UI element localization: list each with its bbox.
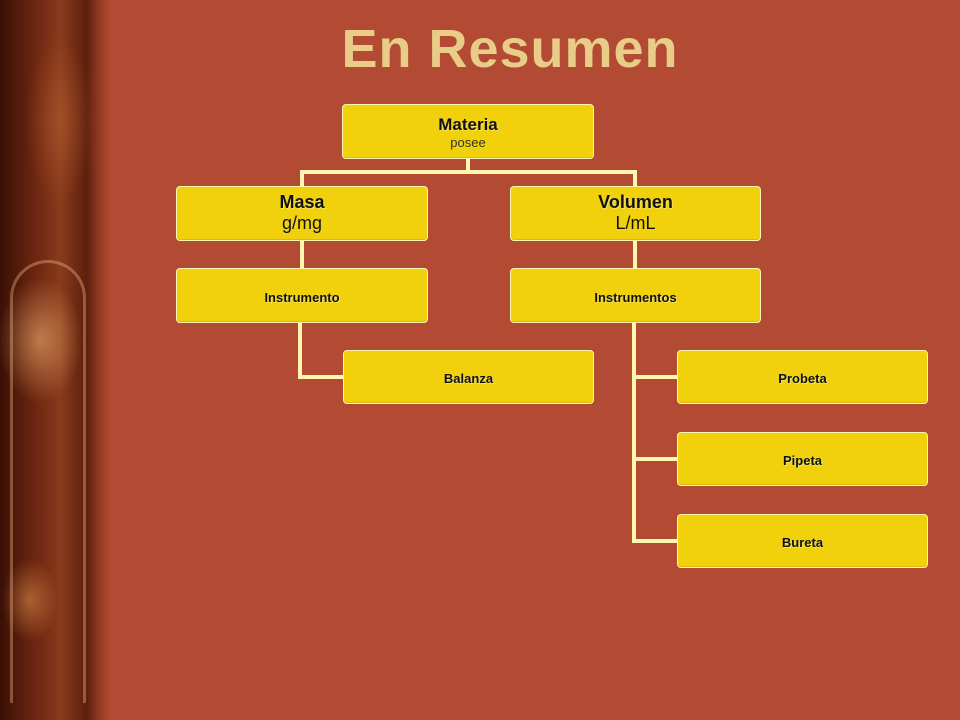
node-probeta-label: Probeta bbox=[778, 371, 827, 386]
node-volumen: Volumen L/mL bbox=[510, 186, 761, 241]
node-masa-sublabel: g/mg bbox=[281, 213, 323, 233]
node-volumen-label: Volumen bbox=[598, 192, 673, 212]
node-materia-label: Materia bbox=[438, 115, 498, 134]
node-bureta-label: Bureta bbox=[781, 535, 824, 550]
node-volumen-sublabel: L/mL bbox=[615, 213, 656, 233]
node-bureta: Bureta bbox=[677, 514, 928, 568]
test-tube-outline bbox=[10, 260, 86, 703]
node-instrumento: Instrumento bbox=[176, 268, 428, 323]
side-photo-strip bbox=[0, 0, 110, 720]
node-materia-sublabel: posee bbox=[450, 135, 486, 150]
node-instrumentos-label: Instrumentos bbox=[594, 290, 677, 305]
connector-instrumento-balanza bbox=[298, 323, 343, 379]
node-balanza-label: Balanza bbox=[443, 371, 494, 386]
node-balanza: Balanza bbox=[343, 350, 594, 404]
node-materia: Materia posee bbox=[342, 104, 594, 159]
connector-instrumentos-children bbox=[632, 323, 677, 543]
slide-title: En Resumen bbox=[341, 19, 679, 79]
node-pipeta: Pipeta bbox=[677, 432, 928, 486]
connector-root-branches bbox=[300, 159, 637, 186]
node-pipeta-label: Pipeta bbox=[782, 453, 822, 468]
node-masa: Masa g/mg bbox=[176, 186, 428, 241]
node-masa-label: Masa bbox=[279, 192, 325, 212]
node-instrumento-label: Instrumento bbox=[264, 290, 340, 305]
node-probeta: Probeta bbox=[677, 350, 928, 404]
node-instrumentos: Instrumentos bbox=[510, 268, 761, 323]
